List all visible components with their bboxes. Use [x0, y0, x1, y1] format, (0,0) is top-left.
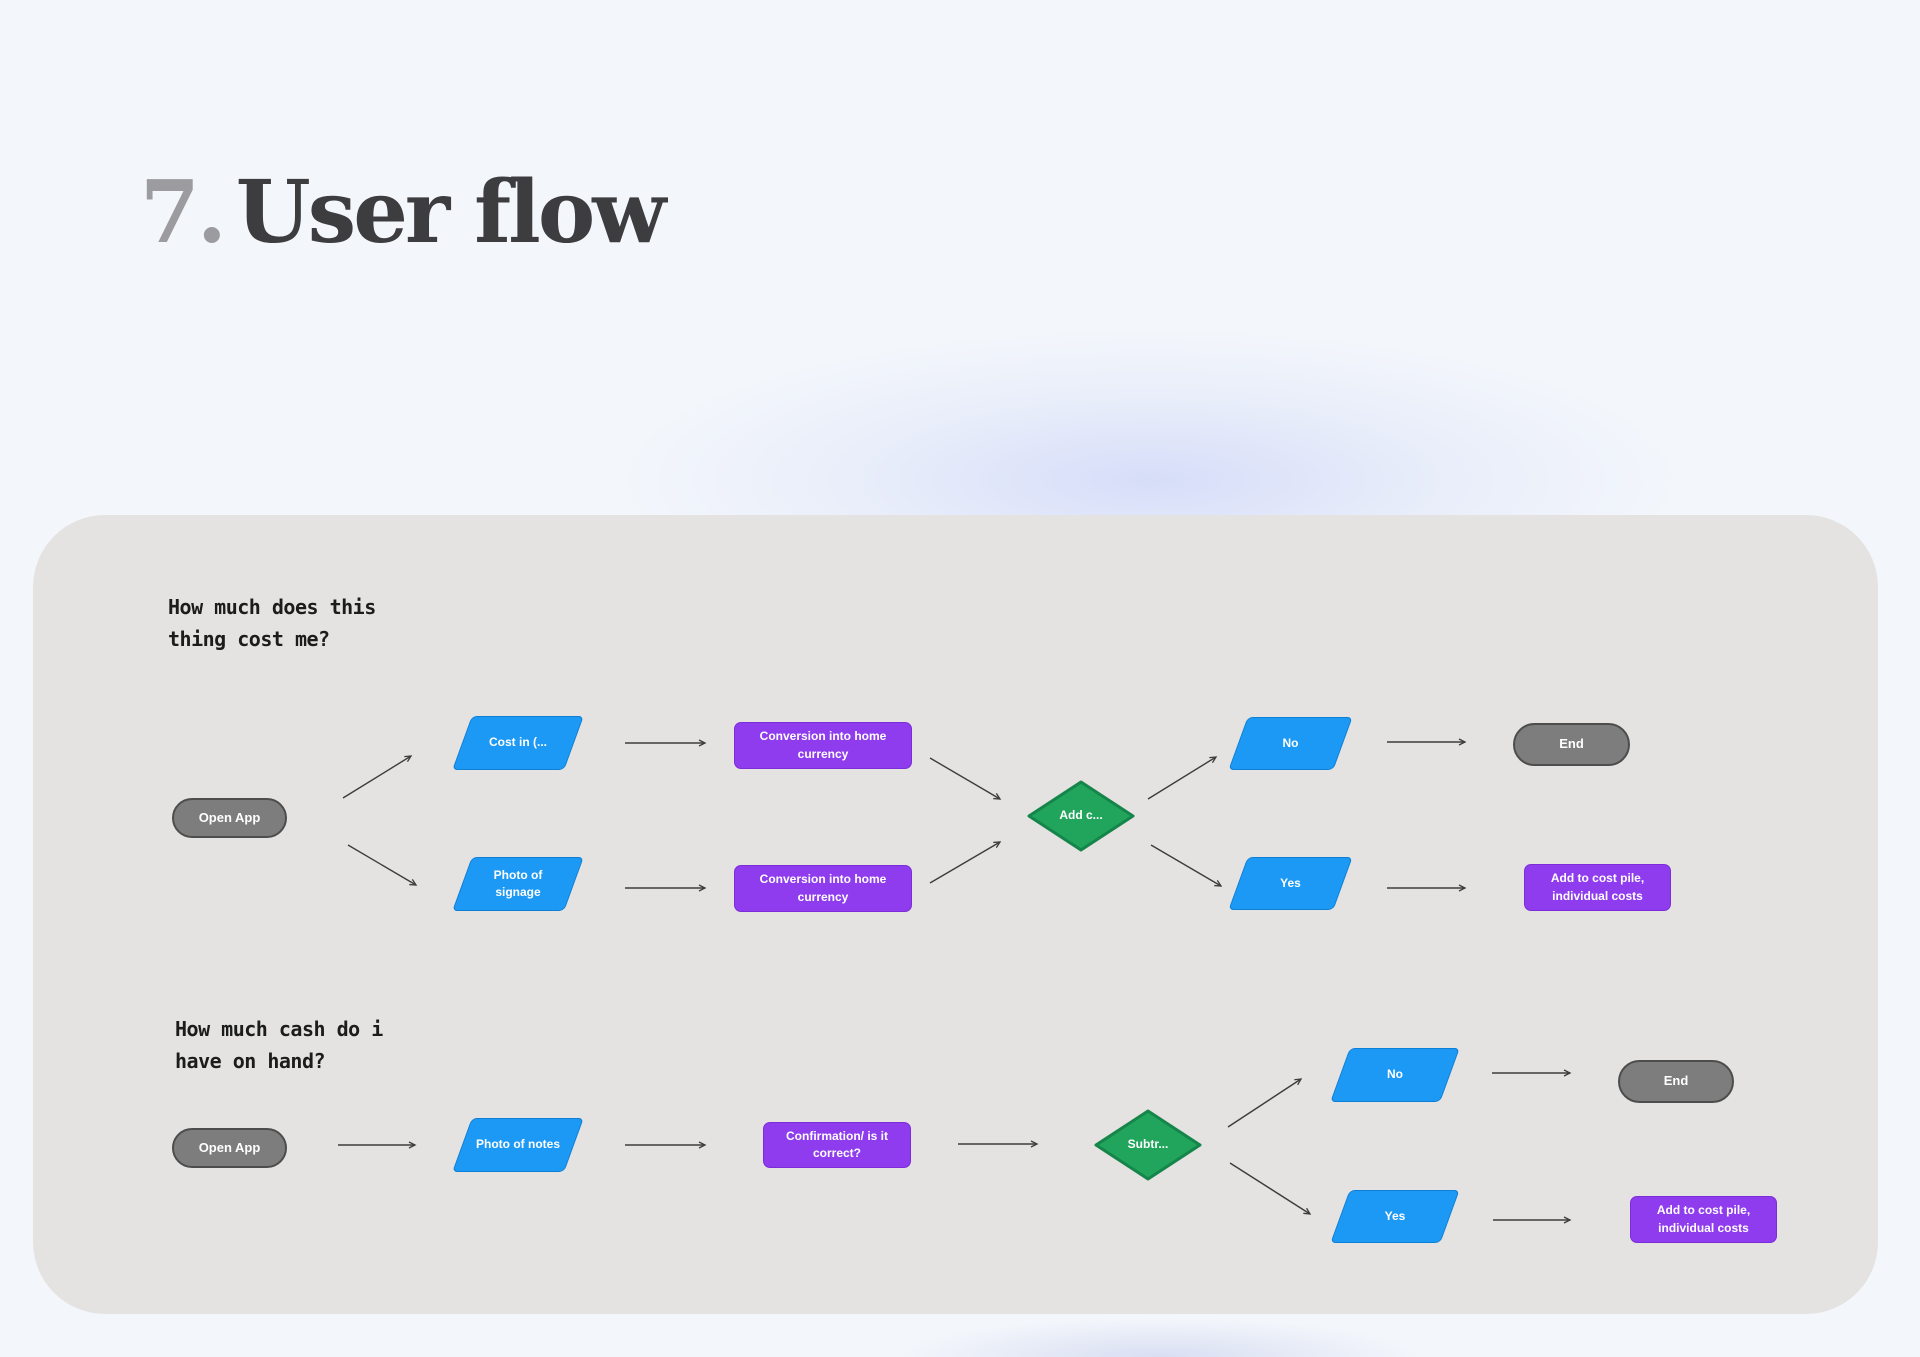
- node-no-1-label: No: [1282, 735, 1299, 750]
- node-add-pile-1-label: Add to cost pile, individual costs: [1550, 871, 1645, 903]
- node-photo-notes-label: Photo of notes: [476, 1137, 560, 1152]
- node-open-app-1-label: Open App: [198, 809, 261, 825]
- node-conversion-top-label: Conversion into home currency: [759, 729, 887, 761]
- node-open-app-2-label: Open App: [198, 1139, 261, 1155]
- node-end-1-label: End: [1559, 736, 1584, 752]
- node-confirmation-label: Confirmation/ is it correct?: [786, 1128, 888, 1160]
- background-glow-bottom: [900, 1318, 1420, 1357]
- flow-cash-question: How much cash do i have on hand?: [175, 1017, 383, 1073]
- arrow-decision2-no: [1227, 1078, 1303, 1128]
- node-add-pile-1: Add to cost pile, individual costs: [1524, 864, 1671, 911]
- node-photo-signage: Photo of signage: [452, 857, 584, 911]
- node-no-2-label: No: [1387, 1067, 1403, 1082]
- node-conversion-bottom-label: Conversion into home currency: [759, 872, 887, 904]
- section-title: User flow: [235, 162, 666, 263]
- node-decision-subtract-label: Subtr...: [1127, 1137, 1169, 1152]
- page-title: 7.User flow: [140, 167, 666, 258]
- node-yes-1-label: Yes: [1280, 875, 1301, 890]
- node-confirmation: Confirmation/ is it correct?: [763, 1122, 911, 1168]
- node-photo-signage-label: Photo of signage: [493, 867, 543, 899]
- arrow-decision2-yes: [1229, 1162, 1312, 1215]
- node-end-1: End: [1513, 723, 1630, 766]
- node-decision-add-label: Add c...: [1059, 808, 1103, 823]
- node-add-pile-2-label: Add to cost pile, individual costs: [1656, 1203, 1751, 1235]
- node-cost-in: Cost in (...: [452, 716, 584, 770]
- arrow-openapp1-signage: [347, 844, 418, 886]
- node-yes-1: Yes: [1228, 857, 1353, 910]
- node-open-app-1: Open App: [172, 798, 287, 838]
- diamond-shape: [1027, 780, 1135, 852]
- node-add-pile-2: Add to cost pile, individual costs: [1630, 1196, 1777, 1243]
- arrow-conversiontop-decision1: [929, 757, 1002, 800]
- node-end-2: End: [1618, 1060, 1734, 1103]
- node-no-2: No: [1330, 1048, 1460, 1102]
- node-end-2-label: End: [1663, 1073, 1689, 1089]
- flow-cost-question: How much does this thing cost me?: [168, 595, 376, 651]
- node-photo-notes: Photo of notes: [452, 1118, 584, 1172]
- arrow-decision1-yes: [1150, 844, 1223, 887]
- node-yes-2: Yes: [1330, 1190, 1460, 1243]
- node-conversion-bottom: Conversion into home currency: [734, 865, 912, 912]
- node-conversion-top: Conversion into home currency: [734, 722, 912, 769]
- user-flow-canvas: How much does this thing cost me? Open A…: [33, 515, 1878, 1314]
- diamond-shape: [1094, 1109, 1202, 1181]
- arrow-openapp1-costin: [342, 755, 413, 799]
- node-cost-in-label: Cost in (...: [489, 735, 547, 750]
- node-open-app-2: Open App: [172, 1128, 287, 1168]
- node-no-1: No: [1228, 717, 1353, 770]
- node-decision-add: Add c...: [1026, 779, 1136, 853]
- section-number: 7.: [140, 162, 227, 263]
- node-yes-2-label: Yes: [1384, 1208, 1406, 1223]
- node-decision-subtract: Subtr...: [1093, 1108, 1203, 1182]
- arrow-decision1-no: [1147, 756, 1218, 800]
- arrow-conversionbottom-decision1: [929, 841, 1002, 884]
